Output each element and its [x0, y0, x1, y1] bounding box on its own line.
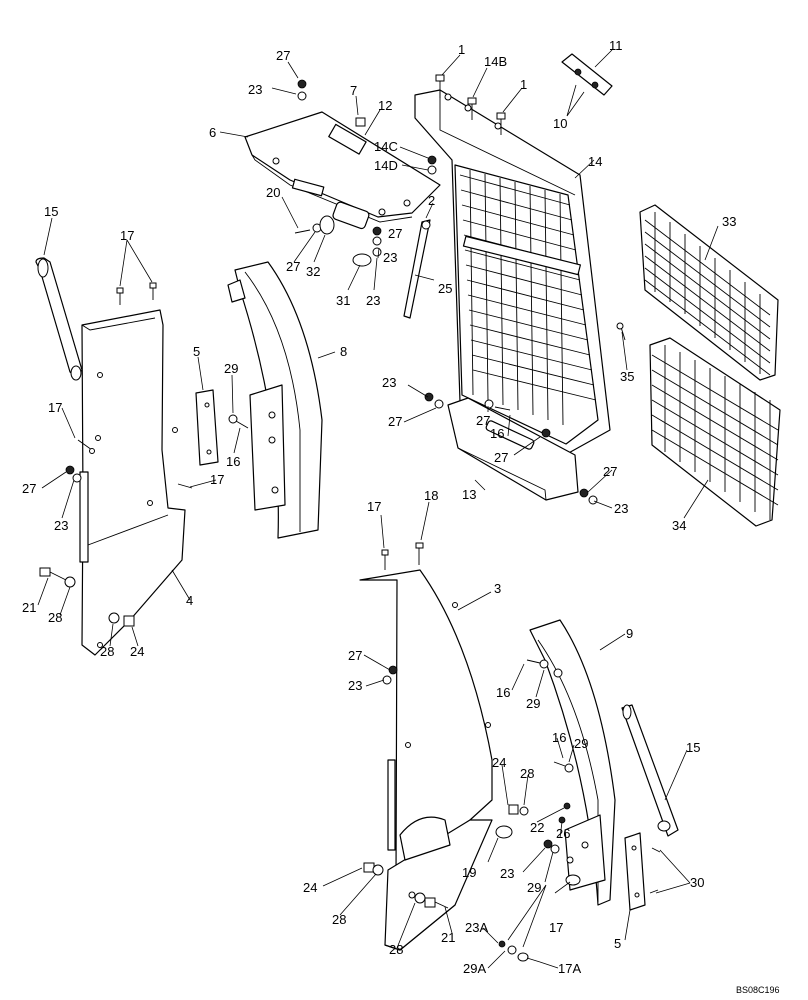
callout-27: 27 [276, 48, 290, 63]
part-13-bottom-bracket [447, 397, 579, 501]
callout-6: 6 [209, 125, 216, 140]
part-3-main-side-panel [359, 569, 493, 951]
callout-23: 23 [54, 518, 68, 533]
callout-11: 11 [609, 38, 623, 53]
callout-17: 17 [210, 472, 224, 487]
callout-27: 27 [388, 226, 402, 241]
callout-27: 27 [388, 414, 402, 429]
callout-27: 27 [286, 259, 300, 274]
part-33-upper-screen [639, 204, 779, 381]
callout-16: 16 [496, 685, 510, 700]
callout-21: 21 [441, 930, 455, 945]
callout-23: 23 [614, 501, 628, 516]
callout-29: 29 [526, 696, 540, 711]
callout-5: 5 [193, 344, 200, 359]
hardware-fasteners [39, 74, 661, 963]
callout-29: 29 [527, 880, 541, 895]
part-34-lower-screen [649, 337, 781, 527]
callout-27: 27 [22, 481, 36, 496]
callout-28: 28 [520, 766, 534, 781]
callout-18: 18 [424, 488, 438, 503]
callout-30: 30 [690, 875, 704, 890]
callout-24: 24 [303, 880, 317, 895]
callout-10: 10 [553, 116, 567, 131]
callout-14: 14 [588, 154, 602, 169]
callout-27: 27 [348, 648, 362, 663]
callout-24: 24 [130, 644, 144, 659]
callout-14C: 14C [374, 139, 398, 154]
callout-24: 24 [492, 755, 506, 770]
callout-16: 16 [552, 730, 566, 745]
callout-21: 21 [22, 600, 36, 615]
callout-29: 29 [224, 361, 238, 376]
part-9-right-curved-guard [529, 619, 616, 906]
callout-23: 23 [383, 250, 397, 265]
part-6-top-cover-plate [244, 111, 441, 230]
leader-lines [37, 49, 719, 969]
callout-32: 32 [306, 264, 320, 279]
part-15-handle-left [35, 257, 83, 381]
callout-28: 28 [332, 912, 346, 927]
callout-29: 29 [574, 736, 588, 751]
callout-27: 27 [603, 464, 617, 479]
part-5-plate-left [195, 389, 219, 466]
callout-23: 23 [382, 375, 396, 390]
part-14-radiator-grille [414, 89, 611, 456]
callout-17A: 17A [558, 961, 581, 976]
callout-14B: 14B [484, 54, 507, 69]
callout-17: 17 [367, 499, 381, 514]
part-11-clip-plate [561, 53, 613, 96]
callout-23: 23 [500, 866, 514, 881]
callout-20: 20 [266, 185, 280, 200]
callout-22: 22 [530, 820, 544, 835]
callout-23: 23 [248, 82, 262, 97]
callout-12: 12 [378, 98, 392, 113]
callout-15: 15 [44, 204, 58, 219]
callout-17: 17 [549, 920, 563, 935]
callout-26: 26 [556, 826, 570, 841]
callout-29A: 29A [463, 961, 486, 976]
callout-23: 23 [348, 678, 362, 693]
callout-17: 17 [48, 400, 62, 415]
callout-25: 25 [438, 281, 452, 296]
callout-4: 4 [186, 593, 193, 608]
callout-15: 15 [686, 740, 700, 755]
callout-7: 7 [350, 83, 357, 98]
callout-35: 35 [620, 369, 634, 384]
grille-mesh [459, 169, 597, 426]
callout-31: 31 [336, 293, 350, 308]
callout-3: 3 [494, 581, 501, 596]
callout-28: 28 [389, 942, 403, 957]
callout-8: 8 [340, 344, 347, 359]
callout-9: 9 [626, 626, 633, 641]
callout-34: 34 [672, 518, 686, 533]
callout-23A: 23A [465, 920, 488, 935]
callout-16: 16 [490, 426, 504, 441]
part-4-left-side-panel [79, 309, 186, 656]
part-8-left-curved-guard [227, 261, 323, 539]
part-25-rod [403, 219, 431, 319]
callout-33: 33 [722, 214, 736, 229]
callout-1: 1 [520, 77, 527, 92]
part-5-plate-right [624, 832, 646, 911]
callout-16: 16 [226, 454, 240, 469]
callout-27: 27 [476, 413, 490, 428]
callout-28: 28 [100, 644, 114, 659]
callout-14D: 14D [374, 158, 398, 173]
callout-27: 27 [494, 450, 508, 465]
callout-labels: 27 23 7 12 6 1 14B 1 11 10 14C 14D 14 2 … [22, 38, 736, 976]
callout-23: 23 [366, 293, 380, 308]
callout-1: 1 [458, 42, 465, 57]
callout-5: 5 [614, 936, 621, 951]
part-15-handle-right [621, 704, 679, 837]
drawing-code: BS08C196 [736, 985, 780, 995]
callout-13: 13 [462, 487, 476, 502]
callout-19: 19 [462, 865, 476, 880]
callout-2: 2 [428, 193, 435, 208]
callout-28: 28 [48, 610, 62, 625]
callout-17: 17 [120, 228, 134, 243]
